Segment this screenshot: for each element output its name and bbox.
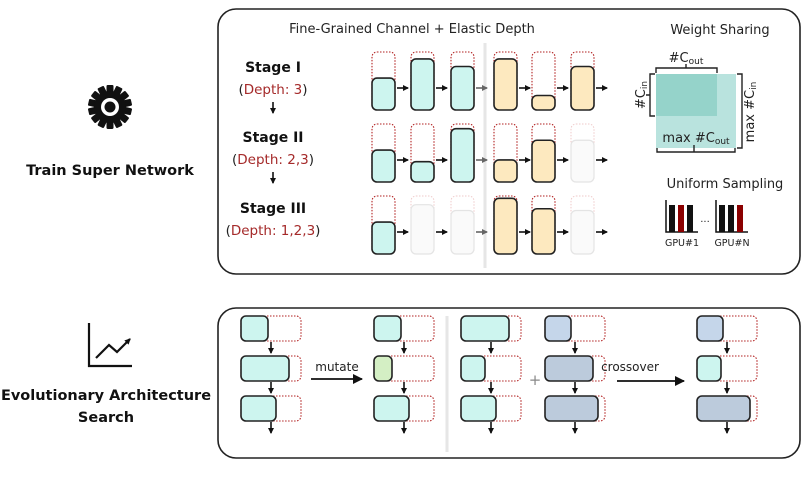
max-cout-label: max #Cout — [662, 131, 730, 147]
gpu-histograms: GPU#1 GPU#N — [665, 200, 750, 249]
layer-block — [371, 149, 396, 183]
uniform-sampling-title: Uniform Sampling — [667, 177, 784, 192]
layer-block — [544, 315, 572, 342]
line-chart-trend-icon — [87, 323, 132, 368]
layer-block — [450, 209, 475, 255]
layer-block — [450, 65, 475, 111]
layer-block — [696, 315, 724, 342]
train-super-network-label: Train Super Network — [26, 163, 194, 179]
search-panel — [217, 307, 801, 459]
gpu-label: GPU#1 — [665, 238, 699, 249]
layer-block — [373, 395, 410, 422]
sub-weight-matrix — [656, 74, 717, 116]
layer-block — [531, 94, 556, 111]
max-cin-bracket — [737, 73, 743, 149]
layer-block — [570, 209, 595, 255]
layer-block — [544, 395, 599, 422]
layer-block — [373, 355, 393, 382]
layer-block — [493, 58, 518, 111]
gpu-label: GPU#N — [714, 238, 749, 249]
stage-name: Stage III — [240, 201, 306, 217]
layer-block — [531, 139, 556, 183]
layer-block — [460, 395, 497, 422]
cin-bracket — [646, 73, 655, 117]
gpu-sample-bar — [678, 205, 684, 232]
layer-block — [450, 127, 475, 183]
cout-bracket — [655, 64, 718, 73]
gpu-sample-bar — [719, 205, 725, 232]
layer-block — [373, 315, 402, 342]
layer-block — [493, 197, 518, 255]
gpu-sample-bar — [728, 205, 734, 232]
gpu-ellipsis: ... — [700, 214, 710, 225]
stage-depth: (Depth: 3) — [238, 82, 307, 98]
layer-block — [371, 221, 396, 255]
gear-tooth — [106, 85, 114, 93]
plus-sign: + — [529, 371, 542, 389]
stage-depth: (Depth: 1,2,3) — [226, 223, 321, 239]
stage-labels: Stage I (Depth: 3) Stage II (Depth: 2,3) Sta… — [226, 60, 321, 239]
layer-block — [240, 355, 290, 382]
layer-block — [493, 159, 518, 183]
train-panel-title: Fine-Grained Channel + Elastic Depth — [289, 22, 535, 37]
layer-block — [696, 395, 751, 422]
max-channel-outline — [531, 51, 556, 111]
evolutionary-search-label-line2: Search — [78, 410, 134, 426]
layer-block — [240, 395, 277, 422]
max-channel-outline — [493, 123, 518, 183]
cin-label: #Cin — [634, 81, 650, 109]
cout-label: #Cout — [669, 51, 704, 67]
layer-block — [570, 139, 595, 183]
layer-block — [460, 315, 510, 342]
weight-sharing-matrix — [646, 64, 743, 153]
layer-block — [410, 160, 435, 183]
layer-block — [696, 355, 722, 382]
layer-block — [410, 204, 435, 255]
layer-block — [531, 207, 556, 255]
max-cout-bracket — [656, 145, 736, 153]
gpu-sample-bar — [669, 205, 675, 232]
layer-block — [371, 77, 396, 111]
stage-name: Stage II — [242, 130, 303, 146]
layer-block — [460, 355, 486, 382]
gpu-sample-bar — [737, 205, 743, 232]
layer-block — [240, 315, 269, 342]
layer-block — [544, 355, 594, 382]
crossover-label: crossover — [601, 360, 659, 374]
gear-icon — [88, 85, 132, 129]
gear-tooth — [106, 121, 114, 129]
stage-name: Stage I — [245, 60, 301, 76]
evolutionary-search-label-line1: Evolutionary Architecture — [1, 388, 211, 404]
search-blocks — [240, 315, 758, 434]
weight-sharing-title: Weight Sharing — [670, 23, 769, 38]
stage-depth: (Depth: 2,3) — [232, 152, 314, 168]
max-channel-outline — [410, 123, 435, 183]
mutate-label: mutate — [315, 360, 358, 374]
max-cin-label: max #Cin — [743, 82, 759, 143]
train-panel — [217, 8, 801, 275]
stage-blocks — [371, 51, 608, 255]
layer-block — [410, 58, 435, 111]
gpu-sample-bar — [687, 205, 693, 232]
layer-block — [570, 65, 595, 111]
